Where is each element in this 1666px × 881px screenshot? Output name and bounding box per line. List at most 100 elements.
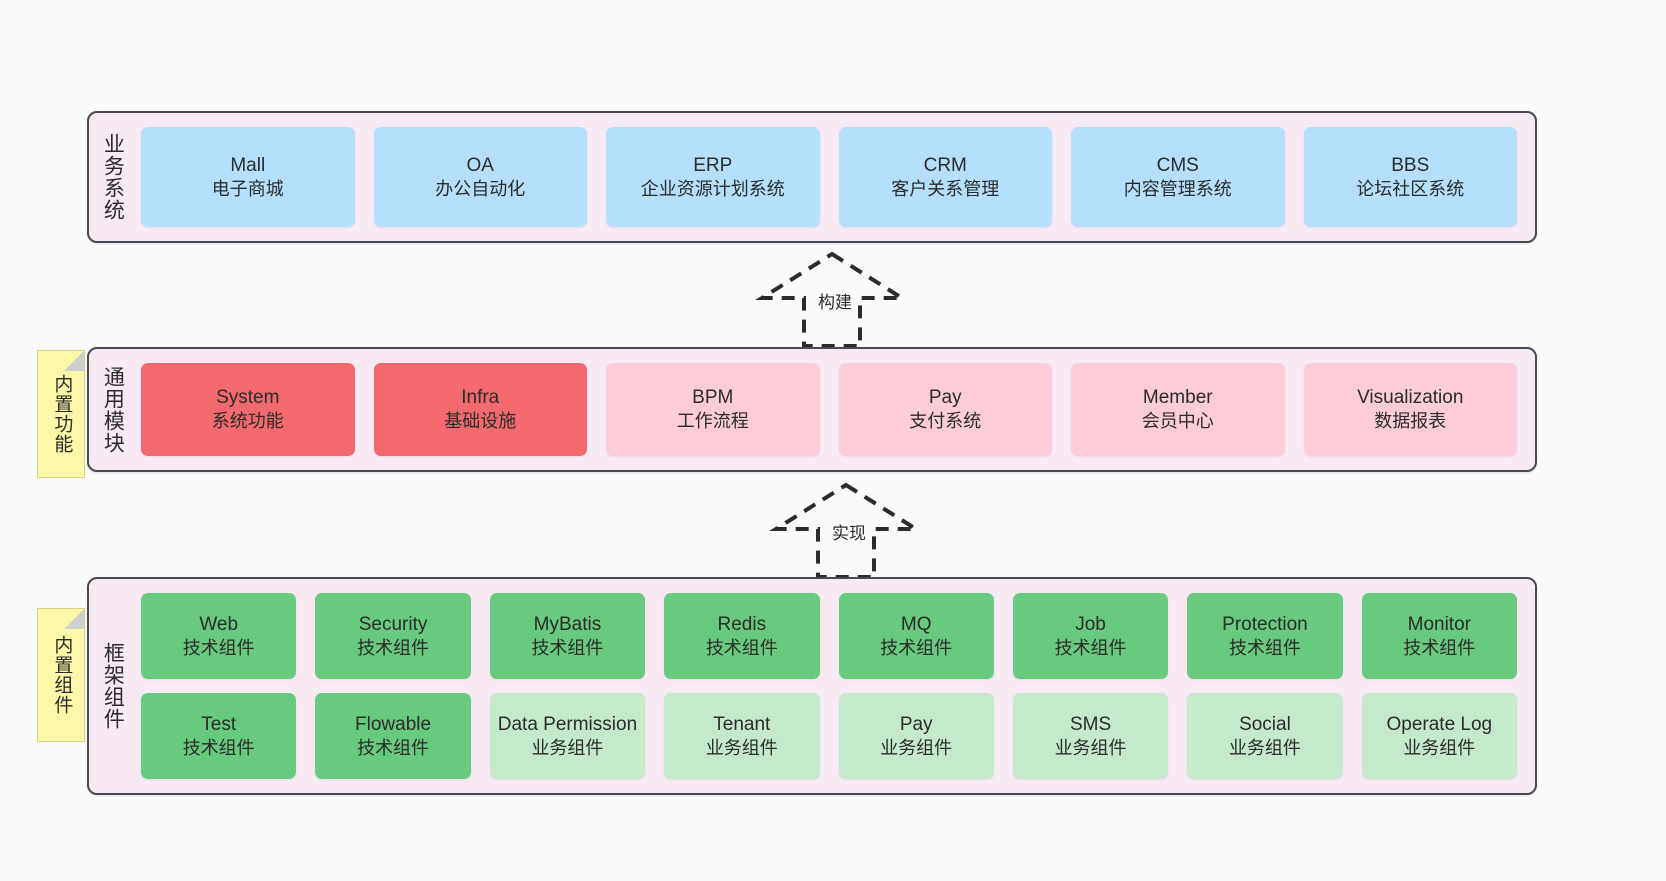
card-subtitle: 技术组件	[531, 637, 604, 658]
card-row: Test 技术组件 Flowable 技术组件 Data Permission …	[141, 693, 1517, 779]
layer-common-modules: 通用模块 System 系统功能 Infra 基础设施 BPM 工作流程 Pay…	[87, 347, 1537, 472]
card-pay-component[interactable]: Pay 业务组件	[838, 693, 994, 779]
card-subtitle: 办公自动化	[435, 178, 526, 199]
card-subtitle: 技术组件	[1228, 637, 1301, 658]
card-subtitle: 系统功能	[211, 411, 284, 432]
card-bpm[interactable]: BPM 工作流程	[606, 363, 820, 456]
card-flowable[interactable]: Flowable 技术组件	[315, 693, 471, 779]
card-monitor[interactable]: Monitor 技术组件	[1361, 593, 1517, 679]
card-title: Tenant	[713, 713, 771, 735]
card-subtitle: 企业资源计划系统	[640, 178, 785, 199]
card-title: ERP	[693, 154, 733, 176]
card-subtitle: 技术组件	[705, 637, 778, 658]
card-subtitle: 技术组件	[357, 737, 430, 758]
card-title: Web	[199, 613, 239, 635]
layer-cards-framework-components: Web 技术组件 Security 技术组件 MyBatis 技术组件 Redi…	[135, 579, 1535, 793]
card-pay-module[interactable]: Pay 支付系统	[838, 363, 1052, 456]
card-title: Security	[358, 613, 428, 635]
card-visualization[interactable]: Visualization 数据报表	[1303, 363, 1517, 456]
card-test[interactable]: Test 技术组件	[141, 693, 297, 779]
connector-label-build: 构建	[818, 293, 852, 312]
card-title: SMS	[1069, 713, 1112, 735]
card-subtitle: 内容管理系统	[1123, 178, 1232, 199]
card-title: Job	[1075, 613, 1106, 635]
card-title: Data Permission	[497, 713, 638, 735]
card-title: CMS	[1156, 154, 1199, 176]
card-title: Member	[1142, 387, 1213, 409]
card-mall[interactable]: Mall 电子商城	[141, 127, 355, 227]
card-title: OA	[466, 154, 494, 176]
card-sms[interactable]: SMS 业务组件	[1012, 693, 1169, 779]
card-subtitle: 基础设施	[444, 411, 517, 432]
card-subtitle: 业务组件	[1054, 737, 1127, 758]
card-title: Flowable	[355, 713, 432, 735]
layer-label-framework-components: 框架组件	[101, 642, 125, 730]
card-subtitle: 业务组件	[531, 737, 604, 758]
card-subtitle: 技术组件	[182, 637, 255, 658]
card-title: MQ	[900, 613, 932, 635]
card-subtitle: 技术组件	[1403, 637, 1476, 658]
card-system[interactable]: System 系统功能	[141, 363, 355, 456]
connector-label-implement: 实现	[832, 524, 866, 543]
card-mybatis[interactable]: MyBatis 技术组件	[489, 593, 646, 679]
card-subtitle: 技术组件	[1054, 637, 1127, 658]
card-subtitle: 业务组件	[880, 737, 953, 758]
card-title: MyBatis	[533, 613, 602, 635]
card-security[interactable]: Security 技术组件	[315, 593, 471, 679]
layer-framework-components: 框架组件 Web 技术组件 Security 技术组件 MyBatis 技术组件…	[87, 577, 1537, 795]
card-subtitle: 工作流程	[676, 411, 749, 432]
card-subtitle: 技术组件	[357, 637, 430, 658]
card-subtitle: 支付系统	[909, 411, 982, 432]
card-operate-log[interactable]: Operate Log 业务组件	[1361, 693, 1517, 779]
card-redis[interactable]: Redis 技术组件	[664, 593, 820, 679]
card-data-permission[interactable]: Data Permission 业务组件	[489, 693, 646, 779]
card-title: Mall	[230, 154, 266, 176]
card-cms[interactable]: CMS 内容管理系统	[1071, 127, 1285, 227]
card-protection[interactable]: Protection 技术组件	[1187, 593, 1343, 679]
card-oa[interactable]: OA 办公自动化	[373, 127, 587, 227]
card-erp[interactable]: ERP 企业资源计划系统	[606, 127, 820, 227]
card-row: System 系统功能 Infra 基础设施 BPM 工作流程 Pay 支付系统…	[141, 363, 1517, 456]
card-job[interactable]: Job 技术组件	[1012, 593, 1169, 679]
card-title: System	[216, 387, 280, 409]
card-title: Pay	[899, 713, 933, 735]
card-tenant[interactable]: Tenant 业务组件	[664, 693, 820, 779]
card-title: Infra	[461, 387, 500, 409]
card-subtitle: 业务组件	[1228, 737, 1301, 758]
sticky-note-builtin-component: 内置组件	[37, 608, 85, 742]
sticky-note-builtin-function: 内置功能	[37, 350, 85, 478]
card-title: BPM	[692, 387, 734, 409]
card-title: CRM	[923, 154, 967, 176]
build-arrow-icon	[755, 251, 909, 348]
card-subtitle: 论坛社区系统	[1356, 178, 1465, 199]
connector-build: 构建	[752, 250, 912, 348]
card-member[interactable]: Member 会员中心	[1071, 363, 1285, 456]
card-title: Test	[201, 713, 237, 735]
card-title: Social	[1239, 713, 1291, 735]
card-subtitle: 客户关系管理	[891, 178, 1000, 199]
card-title: Visualization	[1357, 387, 1464, 409]
card-web[interactable]: Web 技术组件	[141, 593, 297, 679]
card-title: Protection	[1222, 613, 1308, 635]
card-subtitle: 电子商城	[211, 178, 284, 199]
card-bbs[interactable]: BBS 论坛社区系统	[1303, 127, 1517, 227]
card-subtitle: 会员中心	[1141, 411, 1214, 432]
card-social[interactable]: Social 业务组件	[1187, 693, 1343, 779]
layer-cards-common-modules: System 系统功能 Infra 基础设施 BPM 工作流程 Pay 支付系统…	[135, 349, 1535, 470]
card-infra[interactable]: Infra 基础设施	[373, 363, 587, 456]
card-subtitle: 技术组件	[182, 737, 255, 758]
card-subtitle: 业务组件	[705, 737, 778, 758]
card-row: Mall 电子商城 OA 办公自动化 ERP 企业资源计划系统 CRM 客户关系…	[141, 127, 1517, 227]
card-title: BBS	[1391, 154, 1430, 176]
card-row: Web 技术组件 Security 技术组件 MyBatis 技术组件 Redi…	[141, 593, 1517, 679]
card-mq[interactable]: MQ 技术组件	[838, 593, 994, 679]
card-title: Monitor	[1407, 613, 1471, 635]
card-subtitle: 技术组件	[880, 637, 953, 658]
layer-business-systems: 业务系统 Mall 电子商城 OA 办公自动化 ERP 企业资源计划系统 CRM…	[87, 111, 1537, 243]
card-title: Pay	[928, 387, 962, 409]
card-crm[interactable]: CRM 客户关系管理	[838, 127, 1052, 227]
layer-label-business-systems: 业务系统	[101, 133, 125, 221]
card-subtitle: 数据报表	[1374, 411, 1447, 432]
card-title: Operate Log	[1386, 713, 1493, 735]
